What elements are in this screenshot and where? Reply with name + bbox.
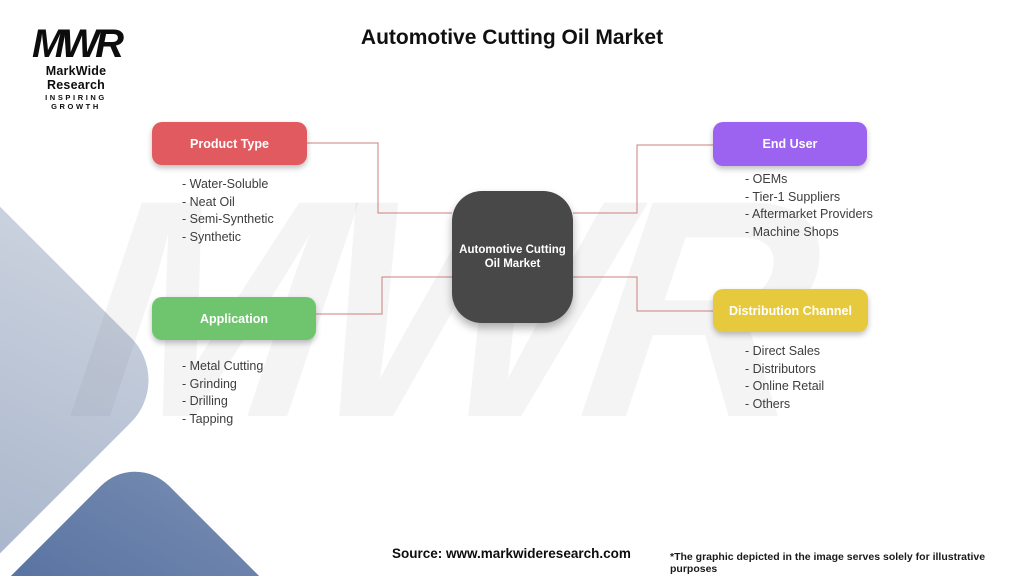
list-item: - Others (745, 396, 791, 411)
list-item: - Synthetic (182, 229, 242, 244)
list-item: - Tier-1 Suppliers (745, 189, 841, 204)
central-node-label-line2: Oil Market (484, 258, 541, 270)
connector-end-user (573, 144, 713, 214)
list-item: - Grinding (182, 376, 237, 391)
logo-company-name: MarkWide Research (45, 64, 107, 92)
branch-box-application: Application (152, 297, 316, 340)
list-item: - Metal Cutting (182, 359, 264, 373)
mwr-logo-icon: MWR (32, 22, 124, 66)
list-item: - Distributors (745, 361, 816, 376)
source-text: Source: www.markwideresearch.com (392, 546, 631, 561)
markwide-logo: MWR MarkWide Research INSPIRING GROWTH (18, 22, 134, 111)
branch-label-product-type: Product Type (190, 136, 269, 151)
list-item: - Tapping (182, 411, 234, 426)
list-item: - Drilling (182, 394, 228, 408)
list-item: - Semi-Synthetic (182, 212, 274, 226)
connector-product-type (307, 142, 452, 214)
list-item: - Direct Sales (745, 344, 821, 358)
branch-list-end-user: - OEMs - Tier-1 Suppliers - Aftermarket … (745, 171, 873, 241)
central-node: Automotive Cutting Oil Market (452, 191, 573, 323)
list-item: - Water-Soluble (182, 177, 269, 191)
branch-list-product-type: - Water-Soluble - Neat Oil - Semi-Synthe… (182, 176, 274, 246)
branch-label-end-user: End User (762, 137, 818, 151)
connector-distribution-channel (573, 276, 713, 312)
list-item: - Aftermarket Providers (745, 207, 873, 221)
branch-label-distribution-channel: Distribution Channel (729, 303, 852, 318)
branch-list-distribution-channel: - Direct Sales - Distributors - Online R… (745, 343, 824, 413)
logo-tagline: INSPIRING GROWTH (45, 93, 107, 111)
branch-box-product-type: Product Type (152, 122, 307, 165)
list-item: - Neat Oil (182, 194, 235, 209)
list-item: - OEMs (745, 172, 788, 186)
branch-label-application: Application (199, 311, 269, 326)
central-node-label-line1: Automotive Cutting (459, 244, 566, 256)
disclaimer-text: *The graphic depicted in the image serve… (670, 551, 986, 575)
branch-box-end-user: End User (713, 122, 867, 166)
connector-application (316, 276, 452, 315)
list-item: - Machine Shops (745, 224, 839, 239)
page-title: Automotive Cutting Oil Market (360, 26, 664, 49)
branch-list-application: - Metal Cutting - Grinding - Drilling - … (182, 358, 263, 428)
list-item: - Online Retail (745, 379, 825, 393)
branch-box-distribution-channel: Distribution Channel (713, 289, 868, 332)
